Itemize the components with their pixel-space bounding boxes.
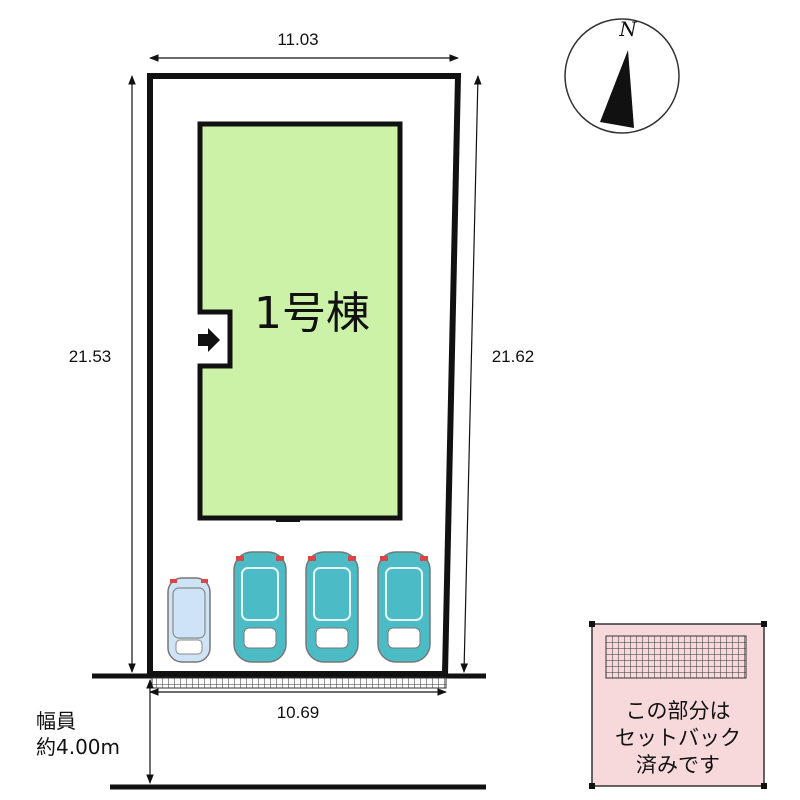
legend-hatch-sample [605,635,747,679]
building-door-mark [276,516,300,522]
legend-line1: この部分は [626,699,731,723]
building-footprint [197,121,403,521]
dim-top-label: 11.03 [277,30,318,49]
legend-line2: セットバック [615,726,741,750]
dim-left-label: 21.53 [69,347,112,366]
dim-arrow-right [460,75,482,673]
building-label: 1号棟 [254,288,370,339]
car-0 [167,577,211,663]
compass-needle-icon [600,50,634,128]
compass-north-label: N [618,17,638,41]
setback-legend: この部分は セットバック 済みです [589,621,767,789]
road-width-label-line2: 約4.00m [36,735,120,759]
entrance-arrow-icon [198,328,220,352]
dim-right-label: 21.62 [492,347,535,366]
dim-bottom-label: 10.69 [277,703,320,722]
car-3 [377,551,431,663]
legend-line3: 済みです [636,753,720,777]
setback-strip [151,677,447,689]
car-1 [233,551,287,663]
north-compass: N [564,17,680,134]
car-2 [305,551,359,663]
road-width-label-line1: 幅員 [36,709,76,733]
